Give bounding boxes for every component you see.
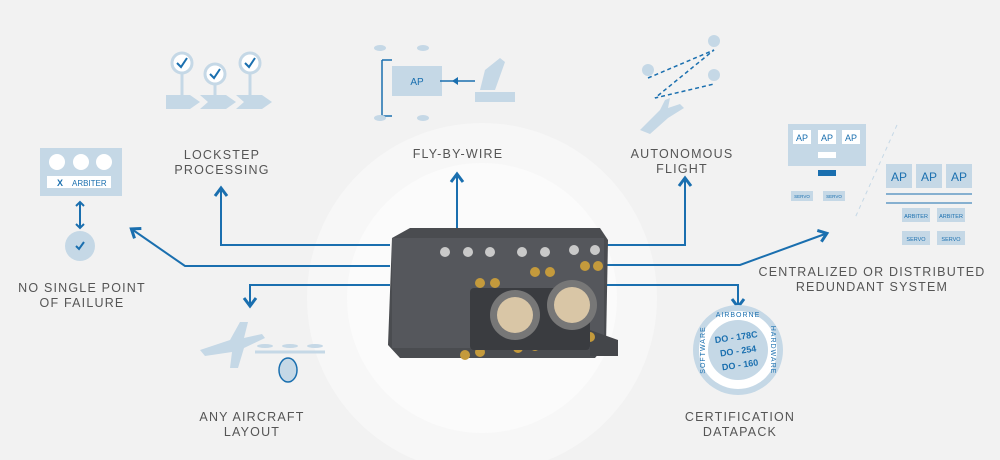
ap-box-5: AP [921, 170, 937, 184]
label-line: LAYOUT [223, 425, 281, 439]
label-line: FLIGHT [656, 162, 708, 176]
arbiter-label: ARBITER [72, 179, 107, 188]
label-line: DATAPACK [702, 425, 778, 439]
label-fly-by-wire: FLY-BY-WIRE [413, 147, 504, 162]
arrow-lockstep [213, 185, 390, 246]
label-line: FLY-BY-WIRE [412, 147, 504, 161]
label-lockstep: LOCKSTEP PROCESSING [174, 148, 269, 178]
fail-mark: X [57, 178, 63, 188]
label-line: NO SINGLE POINT [18, 281, 146, 295]
servo-box-1: SERVO [794, 194, 810, 199]
arrow-redundant [600, 228, 830, 266]
label-autonomous: AUTONOMOUS FLIGHT [631, 147, 734, 177]
label-line: OF FAILURE [39, 296, 125, 310]
redundant-system-icon [788, 124, 972, 245]
servo-box-3: SERVO [906, 237, 926, 243]
label-line: CENTRALIZED OR DISTRIBUTED [758, 265, 986, 279]
label-no-spf: NO SINGLE POINT OF FAILURE [18, 281, 146, 311]
fbw-ap-box: AP [410, 77, 424, 88]
fly-by-wire-icon [374, 45, 515, 121]
lockstep-icon [166, 51, 272, 109]
arrow-certification [600, 284, 746, 310]
ap-box-2: AP [821, 133, 833, 143]
arrow-autonomous [600, 175, 693, 246]
autonomous-icon [640, 35, 720, 134]
seal-top: AIRBORNE [716, 312, 761, 319]
arrow-any-aircraft [242, 284, 390, 309]
servo-box-4: SERVO [941, 237, 961, 243]
servo-box-2: SERVO [826, 194, 842, 199]
seal-left: SOFTWARE [700, 326, 707, 373]
autopilot-device [388, 228, 618, 360]
label-line: ANY AIRCRAFT [199, 410, 305, 424]
label-line: PROCESSING [174, 163, 270, 177]
ap-box-4: AP [891, 170, 907, 184]
label-line: AUTONOMOUS [630, 147, 734, 161]
label-redundant: CENTRALIZED OR DISTRIBUTED REDUNDANT SYS… [758, 265, 985, 295]
ap-box-1: AP [796, 133, 808, 143]
label-line: LOCKSTEP [183, 148, 261, 162]
label-line: CERTIFICATION [684, 410, 796, 424]
arbiter-box-1: ARBITER [904, 214, 928, 220]
ap-box-6: AP [951, 170, 967, 184]
label-certification: CERTIFICATION DATAPACK [685, 410, 795, 440]
certification-seal [693, 305, 783, 395]
seal-right: HARDWARE [769, 326, 776, 375]
ap-box-3: AP [845, 133, 857, 143]
no-spf-icon [40, 148, 122, 261]
arbiter-box-2: ARBITER [939, 214, 963, 220]
label-line: REDUNDANT SYSTEM [795, 280, 949, 294]
label-any-aircraft: ANY AIRCRAFT LAYOUT [199, 410, 304, 440]
any-aircraft-icon [200, 322, 325, 383]
arrow-no-spf [129, 226, 390, 267]
